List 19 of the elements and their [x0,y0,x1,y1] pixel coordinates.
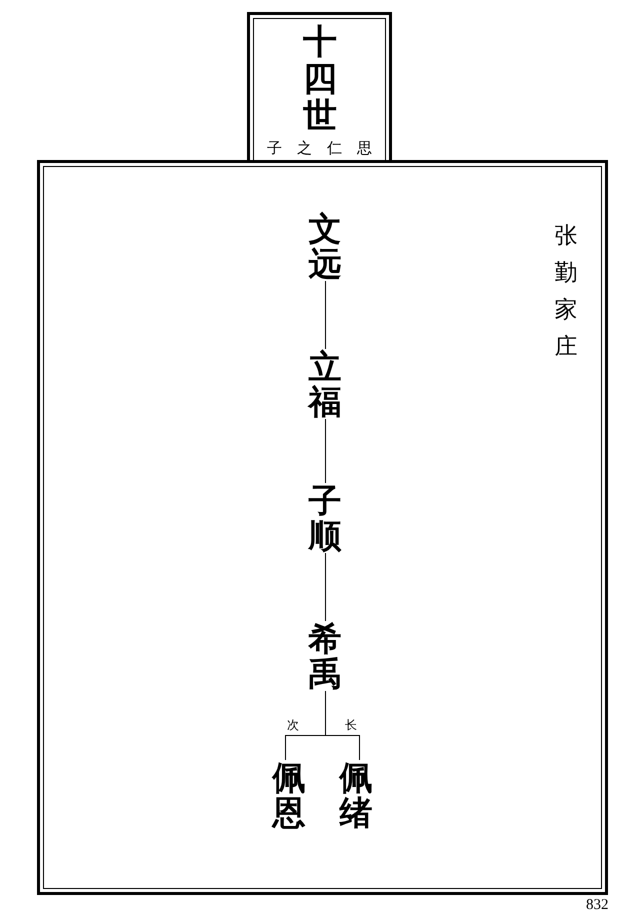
connector-line [325,690,326,736]
person-name: 文远 [306,211,344,281]
person-name: 希禹 [306,621,344,691]
place-name: 张勤家庄 [554,222,578,362]
generation-heading: 十四世 [302,24,338,134]
connector-line [325,735,360,760]
person-name: 佩绪 [338,760,374,830]
person-name: 子顺 [306,483,344,553]
connector-line [325,418,326,484]
lineage-note: 子之仁思 [267,141,372,156]
person-name: 佩恩 [270,760,308,830]
edge-label: 长 [345,719,357,731]
page-number: 832 [586,898,608,913]
connector-line [285,735,326,760]
person-name: 立福 [306,349,344,419]
connector-line [325,280,326,350]
connector-line [325,552,326,622]
edge-label: 次 [287,719,299,731]
page-frame [37,160,608,895]
